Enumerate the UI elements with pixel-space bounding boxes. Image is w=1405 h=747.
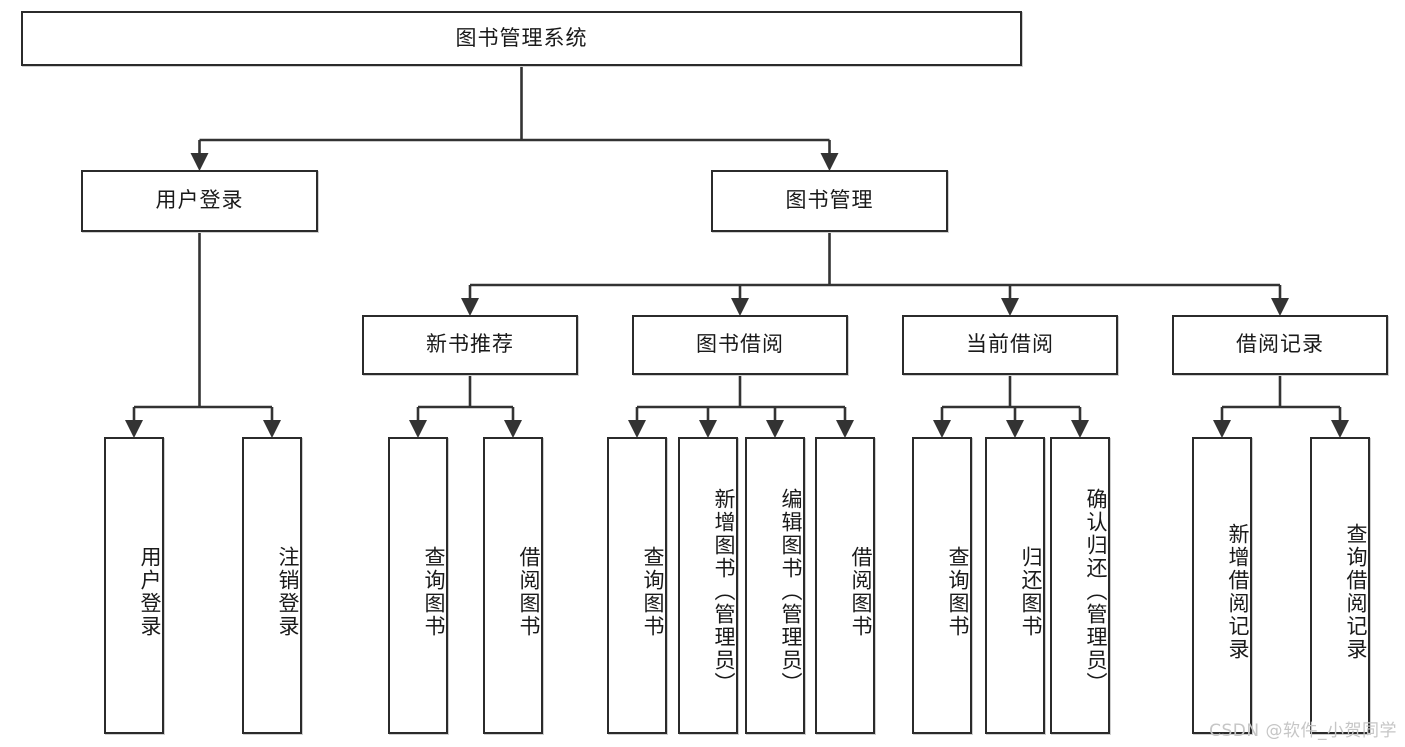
- node-leaf-rec-borrow[interactable]: 借阅图书: [483, 437, 543, 734]
- node-root[interactable]: 图书管理系统: [21, 11, 1022, 66]
- node-label: 借阅图书: [517, 545, 541, 638]
- node-label: 借阅图书: [849, 545, 873, 638]
- node-label: 新增图书（管理员）: [712, 488, 736, 695]
- node-label: 图书借阅: [696, 332, 784, 357]
- node-label: 查询借阅记录: [1344, 522, 1368, 661]
- node-book-manage[interactable]: 图书管理: [711, 170, 948, 232]
- node-leaf-cb-query[interactable]: 查询图书: [912, 437, 972, 734]
- node-leaf-br-query[interactable]: 查询借阅记录: [1310, 437, 1370, 734]
- node-leaf-bb-add[interactable]: 新增图书（管理员）: [678, 437, 738, 734]
- node-label: 确认归还（管理员）: [1084, 488, 1108, 695]
- node-label: 用户登录: [138, 545, 162, 638]
- node-label: 当前借阅: [966, 332, 1054, 357]
- node-book-borrow[interactable]: 图书借阅: [632, 315, 848, 375]
- node-leaf-cb-confirm[interactable]: 确认归还（管理员）: [1050, 437, 1110, 734]
- node-leaf-bb-edit[interactable]: 编辑图书（管理员）: [745, 437, 805, 734]
- node-label: 注销登录: [276, 545, 300, 638]
- node-label: 查询图书: [422, 545, 446, 638]
- node-leaf-rec-query[interactable]: 查询图书: [388, 437, 448, 734]
- node-label: 借阅记录: [1236, 332, 1324, 357]
- node-label: 用户登录: [155, 188, 244, 213]
- node-leaf-br-add[interactable]: 新增借阅记录: [1192, 437, 1252, 734]
- node-leaf-user-login[interactable]: 用户登录: [104, 437, 164, 734]
- node-leaf-user-logout[interactable]: 注销登录: [242, 437, 302, 734]
- node-borrow-record[interactable]: 借阅记录: [1172, 315, 1388, 375]
- node-leaf-bb-borrow[interactable]: 借阅图书: [815, 437, 875, 734]
- node-new-book-rec[interactable]: 新书推荐: [362, 315, 578, 375]
- node-label: 查询图书: [641, 545, 665, 638]
- node-label: 编辑图书（管理员）: [779, 488, 803, 695]
- node-leaf-bb-query[interactable]: 查询图书: [607, 437, 667, 734]
- node-label: 图书管理: [785, 188, 874, 213]
- node-label: 新书推荐: [426, 332, 514, 357]
- node-label: 归还图书: [1019, 545, 1043, 638]
- node-label: 查询图书: [946, 545, 970, 638]
- node-user-login[interactable]: 用户登录: [81, 170, 318, 232]
- node-leaf-cb-return[interactable]: 归还图书: [985, 437, 1045, 734]
- node-label: 新增借阅记录: [1226, 522, 1250, 661]
- node-label: 图书管理系统: [455, 25, 588, 50]
- node-current-borrow[interactable]: 当前借阅: [902, 315, 1118, 375]
